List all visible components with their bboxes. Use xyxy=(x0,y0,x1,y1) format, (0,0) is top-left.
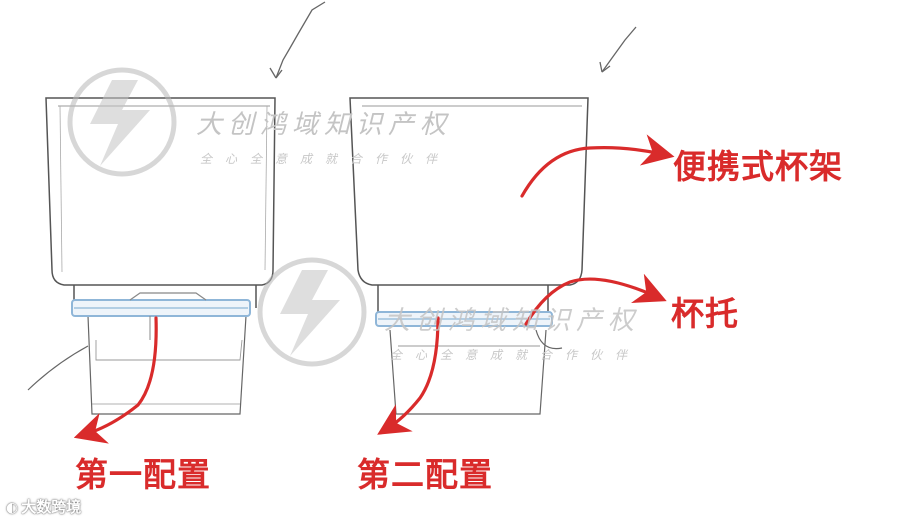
arrow-config-two xyxy=(377,316,440,435)
watermark-logo xyxy=(67,67,367,367)
watermark-title-2: 大创鸿域知识产权 xyxy=(384,306,641,336)
watermark-subtitle-2: 全心全意成就合作伙伴 xyxy=(390,348,641,362)
reference-leader-lines xyxy=(269,1,637,79)
label-cup-holder: 便携式杯架 xyxy=(673,147,843,186)
arrow-cup-tray xyxy=(524,273,667,326)
watermark-title: 大创鸿域知识产权 xyxy=(196,110,453,140)
label-config-two: 第二配置 xyxy=(357,455,493,494)
watermark-subtitle: 全心全意成就合作伙伴 xyxy=(200,152,451,166)
left-lower-cup xyxy=(87,315,247,415)
annotation-arrows xyxy=(73,134,675,444)
label-config-one: 第一配置 xyxy=(75,455,211,494)
arrow-config-one xyxy=(73,316,158,444)
label-cup-tray: 杯托 xyxy=(671,294,739,333)
right-cup-tray xyxy=(375,311,563,350)
right-lower-cup xyxy=(389,329,547,415)
brand-watermark: ◐大数跨境 xyxy=(6,496,81,517)
right-cup-holder xyxy=(349,97,589,312)
left-cup-tray xyxy=(71,292,251,340)
brand-text: 大数跨境 xyxy=(21,498,82,516)
left-cup-holder xyxy=(45,97,276,308)
dashu-logo-icon: ◐ xyxy=(6,500,19,516)
arrow-cup-holder xyxy=(520,134,675,198)
left-sketch-line xyxy=(27,345,89,391)
